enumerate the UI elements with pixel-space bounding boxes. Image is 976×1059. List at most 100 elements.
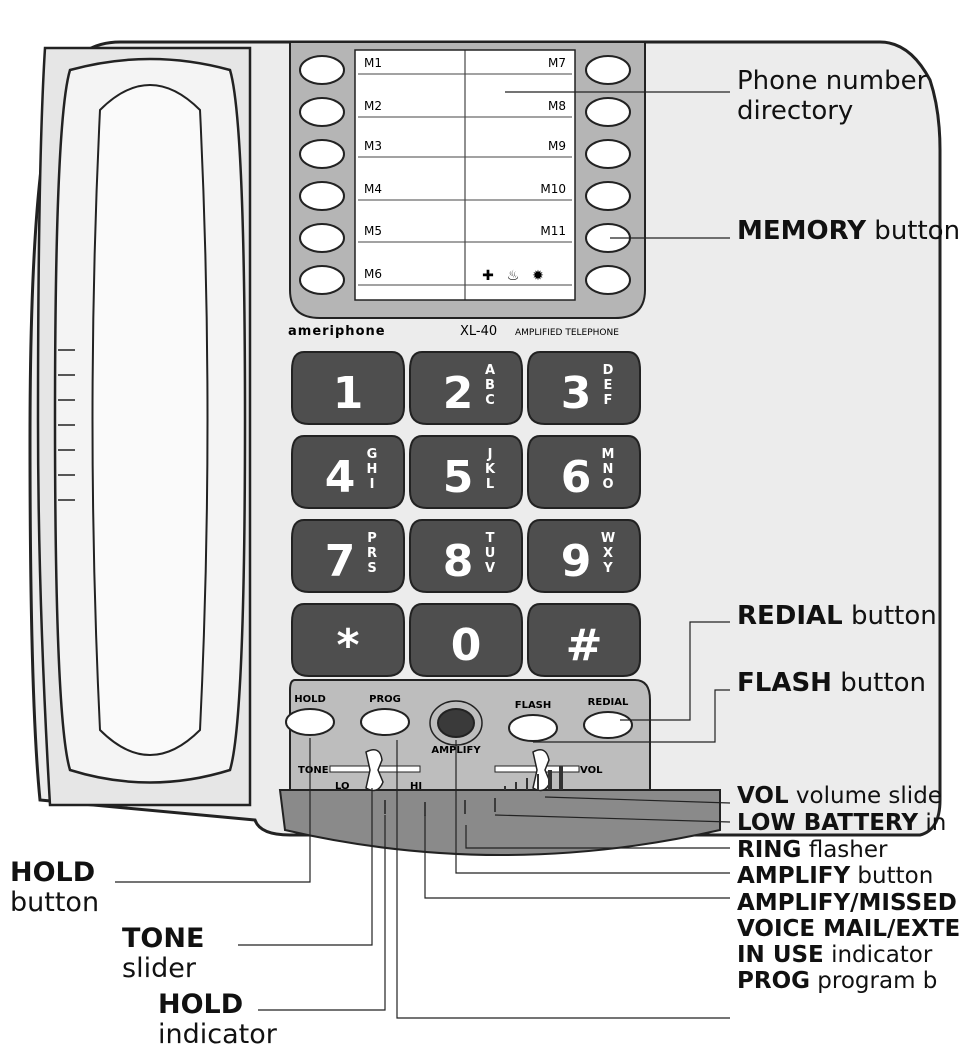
flash-button[interactable] (508, 714, 558, 742)
callout-flash-button: FLASH button (737, 668, 926, 698)
model-number: XL-40 (460, 324, 497, 339)
memory-button-left[interactable] (299, 265, 345, 295)
key-letter: O (602, 477, 613, 492)
key-0[interactable]: 0 (409, 603, 523, 677)
memory-button-right[interactable] (585, 139, 631, 169)
phone-base-strip (278, 789, 721, 856)
prog-button[interactable] (360, 708, 410, 736)
vol-level-bar (504, 786, 506, 790)
callout-in-use: IN USE indicator (737, 942, 933, 968)
memory-label-right: M9 (548, 139, 566, 153)
handset-side-ridges (58, 349, 75, 501)
key-star[interactable]: * (291, 603, 405, 677)
vol-level-bar (526, 778, 528, 790)
callout-leader-line (396, 740, 730, 1019)
key-letter: V (485, 561, 495, 576)
key-pound[interactable]: # (527, 603, 641, 677)
callout-hold-indicator: HOLD indicator (158, 989, 277, 1051)
tone-label: TONE (298, 765, 329, 776)
vol-label: VOL (580, 765, 603, 776)
memory-label-left: M3 (364, 139, 382, 153)
callout-hold-button: HOLD button (10, 857, 100, 919)
callout-redial-button: REDIAL button (737, 601, 937, 631)
memory-button-right[interactable] (585, 55, 631, 85)
key-digit: 7 (325, 536, 356, 587)
key-1[interactable]: 1 (291, 351, 405, 425)
vol-level-bar (537, 774, 539, 790)
memory-button-right[interactable] (585, 97, 631, 127)
memory-label-left: M4 (364, 182, 382, 196)
key-letter: I (370, 477, 375, 492)
memory-button-right[interactable] (585, 181, 631, 211)
vol-level-bar (559, 766, 563, 790)
vol-level-bar (548, 770, 552, 790)
key-digit: 2 (443, 368, 474, 419)
tone-slider[interactable] (365, 749, 384, 792)
callout-leader-line (258, 815, 386, 1011)
key-letter: B (485, 378, 495, 393)
tone-hi-label: HI (410, 781, 422, 792)
amplify-button[interactable] (437, 708, 475, 738)
key-letter: N (603, 462, 614, 477)
flash-button-label: FLASH (515, 700, 552, 711)
callout-low-battery: LOW BATTERY in (737, 810, 947, 836)
key-letter: G (367, 447, 378, 462)
memory-label-left: M2 (364, 99, 382, 113)
memory-label-left: M5 (364, 224, 382, 238)
key-letter: J (487, 447, 493, 462)
key-letter: A (485, 363, 495, 378)
hold-button-label: HOLD (294, 694, 326, 705)
key-letter: T (486, 531, 495, 546)
memory-label-left: M1 (364, 56, 382, 70)
callout-memory-button: MEMORY button (737, 216, 961, 246)
key-digit: 6 (561, 452, 592, 503)
key-letter: E (604, 378, 613, 393)
tone-lo-label: LO (335, 781, 350, 792)
model-description: AMPLIFIED TELEPHONE (515, 328, 619, 338)
callout-leader-line (620, 621, 730, 721)
callout-directory: Phone number directory (737, 66, 928, 126)
memory-button-right[interactable] (585, 265, 631, 295)
shield-icon: ✹ (532, 268, 544, 284)
memory-label-right: M10 (540, 182, 566, 196)
key-letter: R (367, 546, 377, 561)
redial-button[interactable] (583, 711, 633, 739)
callout-leader-line (115, 738, 311, 883)
callout-voice-mail: VOICE MAIL/EXTE (737, 916, 961, 942)
key-letter: Y (602, 561, 613, 576)
memory-button-left[interactable] (299, 223, 345, 253)
memory-label-right: M8 (548, 99, 566, 113)
key-letter: C (485, 393, 495, 408)
handset-grip (91, 84, 209, 756)
redial-button-label: REDIAL (588, 697, 629, 708)
memory-button-left[interactable] (299, 55, 345, 85)
key-digit: 9 (561, 536, 592, 587)
memory-button-left[interactable] (299, 181, 345, 211)
memory-button-left[interactable] (299, 139, 345, 169)
hold-button[interactable] (285, 708, 335, 736)
key-letter: W (601, 531, 615, 546)
callout-leader-line (533, 689, 730, 743)
memory-label-left: M6 (364, 267, 382, 281)
key-letter: M (602, 447, 615, 462)
key-letter: F (604, 393, 613, 408)
callout-leader-line (465, 825, 730, 849)
memory-button-left[interactable] (299, 97, 345, 127)
key-digit: 3 (561, 368, 592, 419)
key-letter: K (485, 462, 496, 477)
callout-leader-line (544, 796, 731, 804)
callout-amplify-missed: AMPLIFY/MISSED (737, 890, 957, 916)
callout-prog-button: PROG program b (737, 968, 938, 994)
key-digit: 1 (333, 368, 364, 419)
flame-icon: ♨ (507, 268, 520, 284)
